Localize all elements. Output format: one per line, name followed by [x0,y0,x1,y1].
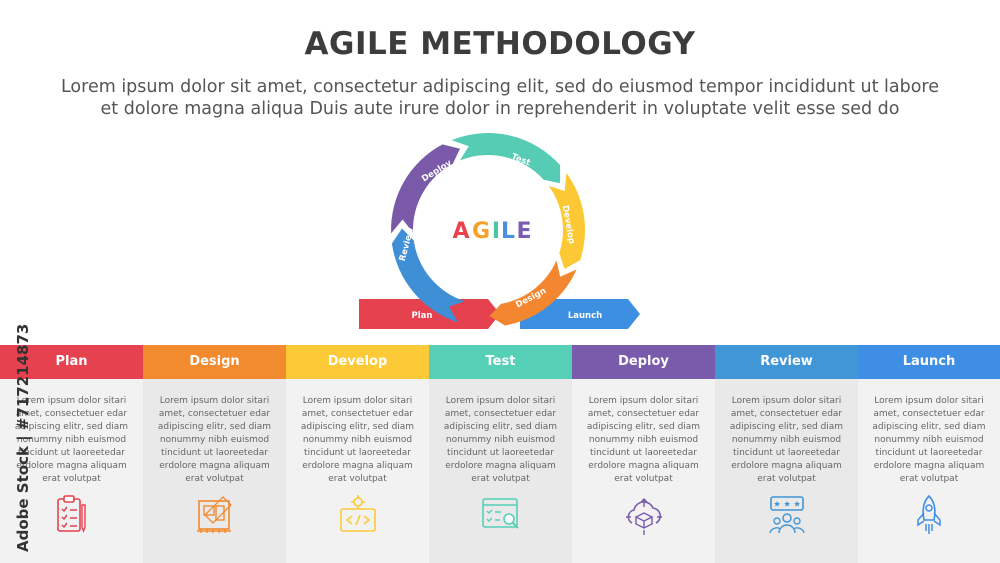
agile-center-a: A [452,219,469,244]
column-text-develop: Lorem ipsum dolor sitari amet, consectet… [300,396,415,484]
cloud-box-icon [625,498,662,535]
column-text-plan: Lorem ipsum dolor sitari amet, consectet… [14,396,129,484]
column-header-design: Design [143,345,286,379]
agile-cycle-diagram: Plan Launch Deploy Test Develop Design R… [359,133,640,329]
stage-column-develop: Develop Lorem ipsum dolor sitari amet, c… [286,345,429,563]
launch-arrow [520,299,640,329]
agile-center-l: L [501,219,515,244]
subtitle-line-2: et dolore magna aliqua Duis aute irure d… [100,99,900,119]
rating-people-icon [768,496,805,534]
clipboard-checklist-icon [56,495,86,533]
page-subtitle: Lorem ipsum dolor sit amet, consectetur … [40,76,960,120]
column-text-deploy: Lorem ipsum dolor sitari amet, consectet… [586,396,701,484]
cycle-segment-deploy [391,144,460,234]
blueprint-ruler-icon [196,496,232,533]
cycle-segment-test [451,133,561,184]
code-gear-icon [339,495,376,532]
stage-column-review: Review Lorem ipsum dolor sitari amet, co… [715,345,858,563]
stage-column-plan: Plan Lorem ipsum dolor sitari amet, cons… [0,345,143,563]
column-text-launch: Lorem ipsum dolor sitari amet, consectet… [872,396,986,484]
column-text-design: Lorem ipsum dolor sitari amet, consectet… [157,396,272,484]
stage-column-design: Design Lorem ipsum dolor sitari amet, co… [143,345,286,563]
stage-column-launch: Launch Lorem ipsum dolor sitari amet, co… [858,345,1000,563]
column-text-test: Lorem ipsum dolor sitari amet, consectet… [443,396,558,484]
column-header-test: Test [429,345,572,379]
column-text-review: Lorem ipsum dolor sitari amet, consectet… [729,396,844,484]
cycle-segment-develop [548,173,586,269]
launch-arrow-label: Launch [568,311,602,321]
browser-search-icon [481,498,519,529]
column-header-deploy: Deploy [572,345,715,379]
agile-center-i: I [492,219,500,244]
subtitle-line-1: Lorem ipsum dolor sit amet, consectetur … [60,77,940,97]
column-header-review: Review [715,345,858,379]
plan-arrow [359,299,500,329]
agile-center-g: G [472,219,490,244]
cycle-segment-design [489,260,577,326]
column-header-develop: Develop [286,345,429,379]
cycle-segment-review [391,228,465,323]
watermark: Adobe Stock | #717214873 [14,324,33,552]
stage-column-deploy: Deploy Lorem ipsum dolor sitari amet, co… [572,345,715,563]
agile-center-e: E [516,219,531,244]
plan-arrow-label: Plan [412,311,433,321]
page-title: AGILE METHODOLOGY [304,26,696,62]
watermark-text: Adobe Stock | #717214873 [14,324,33,552]
rocket-icon [917,494,941,534]
column-header-launch: Launch [858,345,1000,379]
column-header-plan: Plan [0,345,143,379]
stage-column-test: Test Lorem ipsum dolor sitari amet, cons… [429,345,572,563]
